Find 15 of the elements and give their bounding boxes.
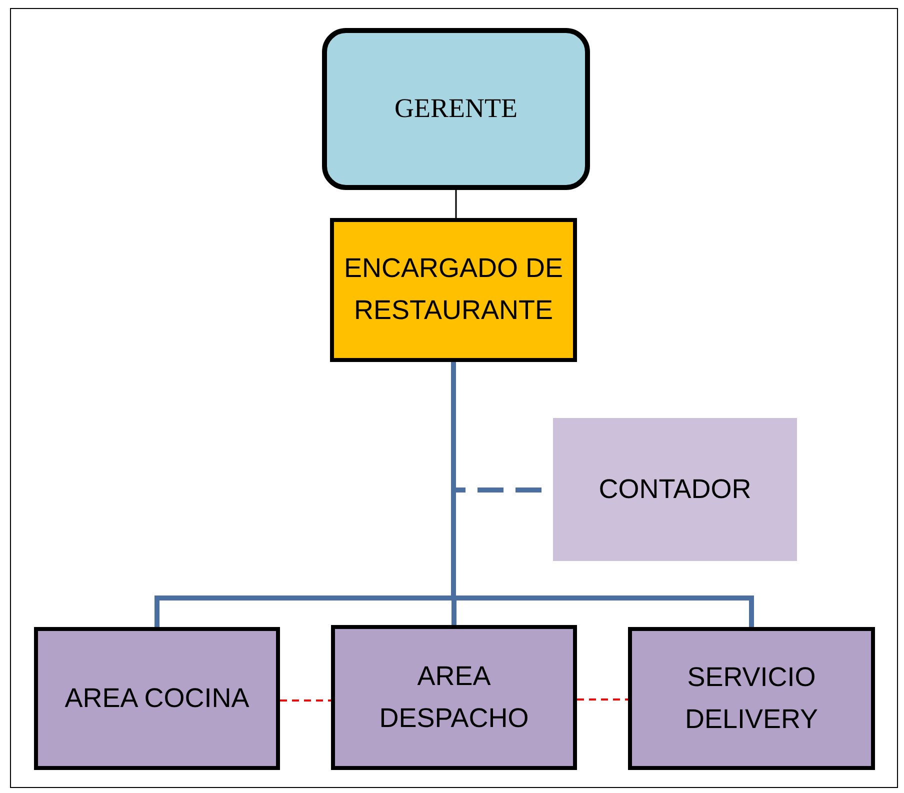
box-label: AREA COCINA: [64, 682, 250, 715]
box-label: AREA DESPACHO: [378, 660, 530, 734]
rounded-box: [322, 28, 590, 190]
org-box: [553, 418, 797, 561]
org-box: [331, 625, 577, 770]
connector-line: [280, 700, 331, 702]
box-label: ENCARGADO DE RESTAURANTE: [342, 252, 564, 327]
org-box: [330, 218, 577, 362]
connector-line: [577, 698, 628, 700]
box-label: SERVICIO DELIVERY: [684, 660, 820, 736]
org-box: [34, 627, 280, 770]
connector-line: [455, 190, 457, 218]
box-label: CONTADOR: [598, 472, 752, 506]
box-label: GERENTE: [394, 92, 518, 126]
org-box: [628, 627, 875, 770]
